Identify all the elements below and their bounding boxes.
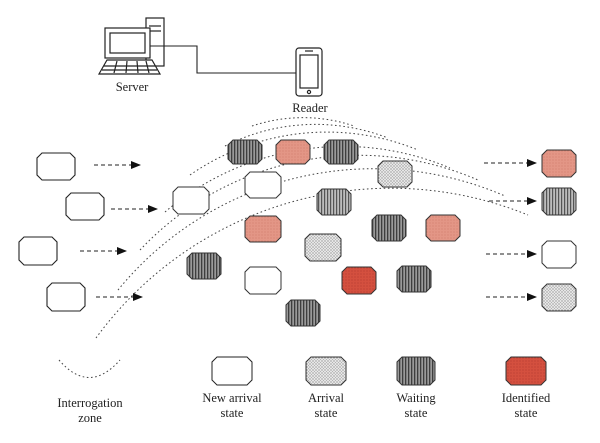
tag-identified [425, 214, 461, 242]
tag-waiting [285, 299, 321, 327]
legend-identified-label-line1: Identified [501, 391, 551, 405]
tag-arrival [304, 233, 342, 262]
tag-new-arrival [244, 266, 282, 295]
tag-identified [541, 149, 577, 178]
server-computer-icon [97, 17, 165, 75]
tag-new-arrival [65, 192, 105, 221]
tag-new-arrival [46, 282, 86, 312]
tag-waiting [323, 139, 359, 165]
legend-new-arrival-label-line1: New arrival [202, 391, 262, 405]
tag-new-arrival [541, 240, 577, 269]
tag-identified-active [341, 266, 377, 295]
outgoing-tags [484, 149, 577, 312]
tag-new-arrival [172, 186, 210, 215]
legend [58, 356, 547, 386]
legend-waiting-label-line1: Waiting [396, 391, 436, 405]
tag-waiting [227, 139, 263, 165]
legend-zone-arc [58, 359, 121, 378]
legend-identified-label-line2: state [514, 406, 538, 420]
legend-identified-swatch [505, 356, 547, 386]
tag-identified [244, 215, 282, 243]
legend-new-arrival-label-line2: state [220, 406, 244, 420]
reader-device-icon [295, 47, 323, 97]
tag-waiting [371, 214, 407, 242]
connection-line [150, 45, 296, 74]
reader-label: Reader [292, 101, 328, 115]
incoming-tags [18, 152, 158, 312]
legend-zone-label-line2: zone [78, 411, 102, 425]
tag-arrival [377, 160, 413, 188]
legend-arrival-swatch [305, 356, 347, 386]
legend-waiting-label-line2: state [404, 406, 428, 420]
tag-identified [275, 139, 311, 165]
tag-new-arrival [244, 171, 282, 199]
tag-new-arrival [36, 152, 76, 181]
tag-waiting [316, 188, 352, 216]
zone-tags [172, 139, 461, 327]
legend-waiting-swatch [396, 356, 436, 386]
legend-zone-label-line1: Interrogation [57, 396, 123, 410]
tag-new-arrival [18, 236, 58, 266]
legend-arrival-label-line2: state [314, 406, 338, 420]
legend-arrival-label-line1: Arrival [307, 391, 345, 405]
tag-waiting [186, 252, 222, 280]
legend-new-arrival-swatch [211, 356, 253, 386]
tag-waiting [541, 187, 577, 216]
tag-arrival [541, 283, 577, 312]
server-label: Server [115, 80, 149, 94]
tag-waiting [396, 265, 432, 293]
